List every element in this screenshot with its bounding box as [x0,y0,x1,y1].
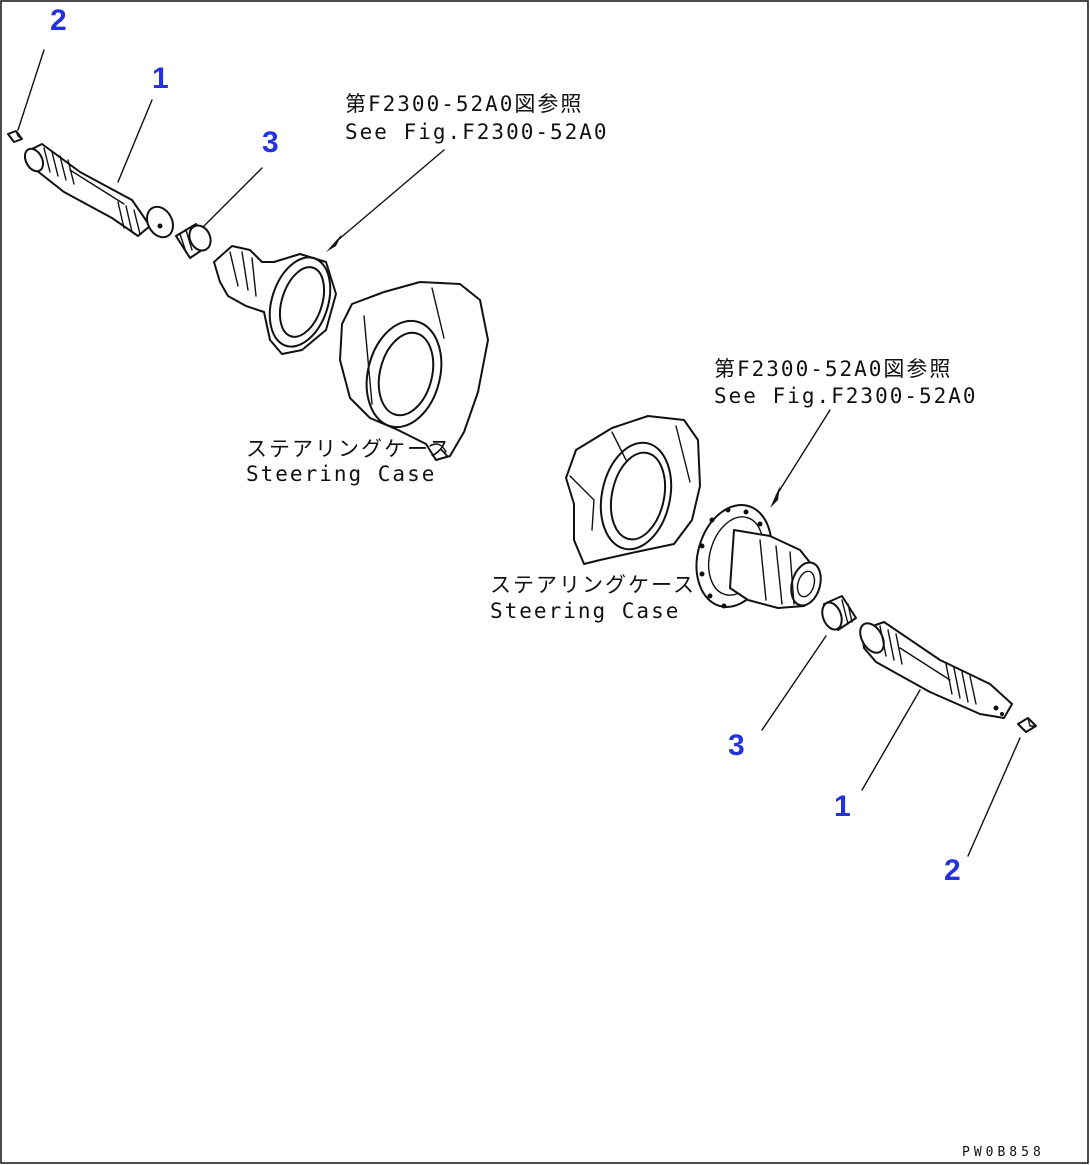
steering-case-lower [565,415,701,565]
note-ref-upper-jp: 第F2300-52A0図参照 [345,92,583,116]
part-2-pin-lower [1017,717,1037,733]
note-case-upper-jp: ステアリングケース [246,437,452,461]
flange-bolt-holes [699,507,763,609]
callout-3-upper: 3 [262,126,279,159]
drawing-code: PW0B858 [962,1145,1045,1160]
callout-3-lower: 3 [728,729,745,762]
note-case-upper-en: Steering Case [246,462,436,486]
part-2-pin-upper [7,130,23,143]
hub-flange-lower [695,504,822,609]
leader-ref-lower [770,409,831,508]
note-case-lower-en: Steering Case [490,599,680,623]
leader-2-upper [17,49,45,131]
callout-2-upper: 2 [50,4,67,37]
leader-3-upper [203,167,263,227]
hub-housing-upper [213,245,337,355]
leader-1-lower [861,689,921,791]
lower-right-assembly [565,409,1037,857]
callout-1-lower: 1 [834,790,851,823]
part-3-collar-upper [175,223,212,259]
callout-1-upper: 1 [152,62,169,95]
note-ref-upper-en: See Fig.F2300-52A0 [345,120,609,144]
note-ref-lower-jp: 第F2300-52A0図参照 [714,357,952,381]
upper-left-assembly [7,49,489,461]
part-3-collar-lower [821,595,857,631]
leader-3-lower [761,635,827,731]
steering-case-upper [339,281,489,461]
part-1-shaft-lower [859,621,1013,719]
note-ref-lower-en: See Fig.F2300-52A0 [714,384,978,408]
part-1-shaft-upper [23,143,174,239]
leader-ref-upper [326,149,445,252]
callout-2-lower: 2 [944,854,961,887]
leader-2-lower [967,737,1021,857]
leader-1-upper [117,99,153,183]
note-case-lower-jp: ステアリングケース [490,573,696,597]
